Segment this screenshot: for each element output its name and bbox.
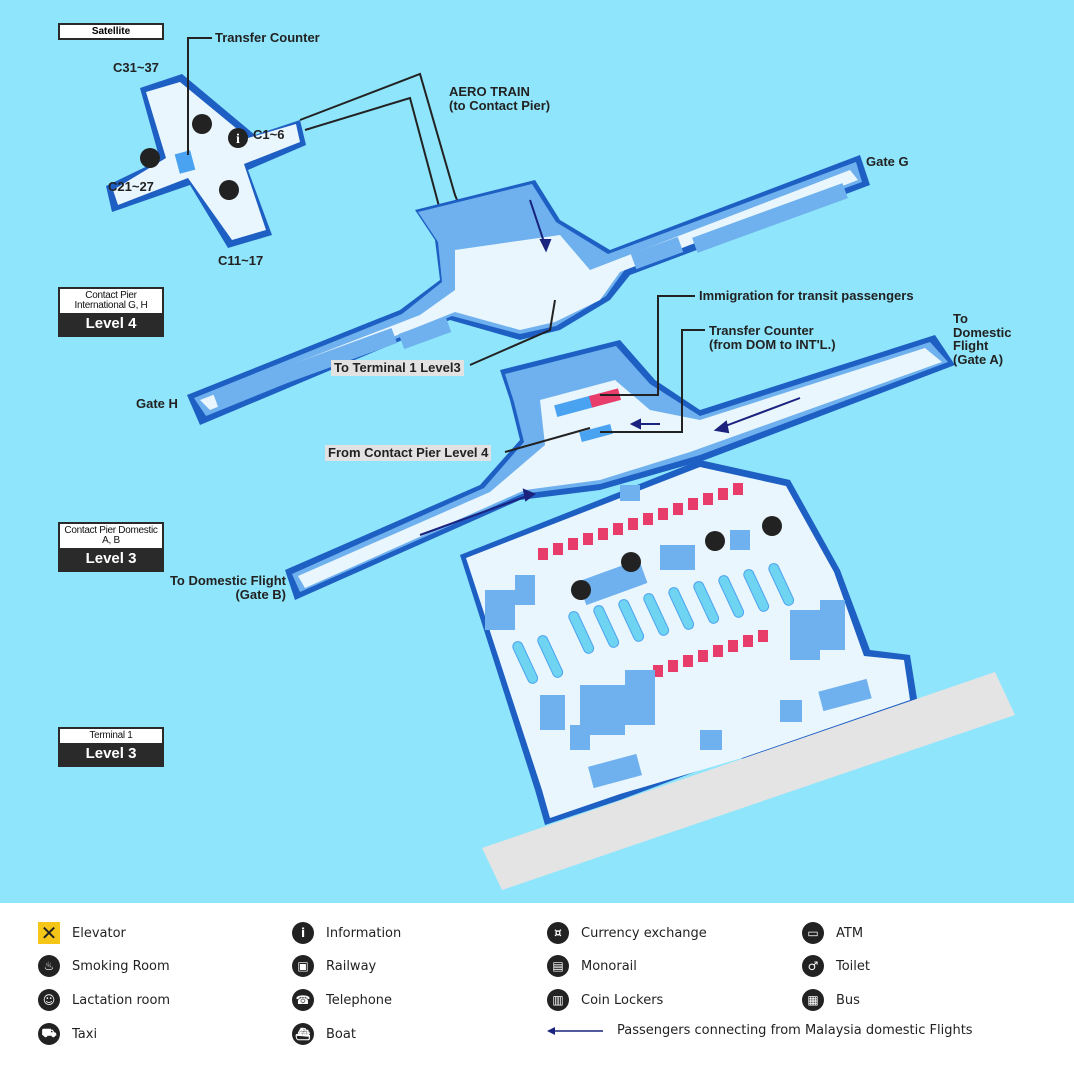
toilet-icon: ♂ <box>802 955 824 977</box>
airport-map: i Satellite Contact Pier International G… <box>0 0 1074 903</box>
map-drawing: i <box>106 37 1015 890</box>
label-gate-g: Gate G <box>866 154 909 169</box>
label-gate-c11-17: C11~17 <box>218 253 264 268</box>
label-from-contact-pier: From Contact Pier Level 4 <box>325 445 492 461</box>
atm-icon: ▭ <box>802 922 824 944</box>
legend-label: Railway <box>326 958 377 974</box>
taxi-icon: ⛟ <box>38 1023 60 1045</box>
lactation-room-icon: ☺ <box>38 989 60 1011</box>
level-box-level: Level 3 <box>85 550 137 567</box>
legend-label: Taxi <box>72 1026 98 1042</box>
legend-item-smoking-room: ♨ Smoking Room <box>38 955 170 977</box>
level-box-title: Contact Pier Domestic A, B <box>60 524 162 548</box>
arrow-left-icon <box>547 1026 603 1035</box>
map-facility-icons: i <box>140 114 782 600</box>
road <box>482 672 1015 890</box>
label-gate-c31-37: C31~37 <box>113 60 159 75</box>
label-line: To <box>953 311 968 326</box>
legend-item-connecting-passengers: Passengers connecting from Malaysia dome… <box>547 1023 973 1038</box>
label-transfer-line1: Transfer Counter <box>709 323 814 338</box>
bus-icon: ▦ <box>802 989 824 1011</box>
level-box-title: Contact Pier International G, H <box>60 289 162 313</box>
connecting-passenger-arrows <box>419 199 801 536</box>
label-transfer-counter-satellite: Transfer Counter <box>215 30 320 45</box>
legend-label: Coin Lockers <box>581 992 664 1008</box>
legend-label: Monorail <box>581 958 637 974</box>
legend-label: Lactation room <box>72 992 171 1008</box>
label-line: (Gate B) <box>235 586 286 602</box>
callout-lines <box>187 37 705 453</box>
satellite-building <box>106 74 306 248</box>
legend-item-lactation-room: ☺ Lactation room <box>38 989 170 1011</box>
legend-item-information: i Information <box>292 922 401 944</box>
label-aero-train-line2: (to Contact Pier) <box>449 97 551 113</box>
level-box-level: Level 4 <box>85 315 137 332</box>
level-box-contact-pier-domestic: Contact Pier Domestic A, B Level 3 <box>58 522 164 572</box>
level-box-contact-pier-international: Contact Pier International G, H Level 4 <box>58 287 164 337</box>
legend-label: ATM <box>836 925 864 941</box>
legend-item-monorail: ▤ Monorail <box>547 955 637 977</box>
legend-item-boat: ⛴ Boat <box>292 1023 356 1045</box>
map-legend: ✕Elevator ♨Smoking Room ☺Lactation room … <box>0 903 1074 1066</box>
level-box-level: Level 3 <box>85 745 137 762</box>
legend-label: Boat <box>326 1026 356 1042</box>
legend-label: Information <box>326 925 402 941</box>
label-immigration-transit: Immigration for transit passengers <box>699 288 914 303</box>
label-gate-c21-27: C21~27 <box>108 179 154 194</box>
legend-item-elevator: ✕ Elevator <box>38 921 126 945</box>
legend-label: Telephone <box>326 992 393 1008</box>
legend-label: Toilet <box>836 958 871 974</box>
label-transfer-counter-dom-intl: Transfer Counter (from DOM to INT'L.) <box>709 324 836 351</box>
label-to-domestic-gate-b: To Domestic Flight (Gate B) <box>162 574 286 601</box>
railway-icon: ▣ <box>292 955 314 977</box>
seating-islands <box>512 563 795 684</box>
legend-item-railway: ▣ Railway <box>292 955 376 977</box>
level-box-terminal-1: Terminal 1 Level 3 <box>58 727 164 767</box>
legend-item-currency-exchange: ¤ Currency exchange <box>547 922 707 944</box>
legend-item-taxi: ⛟ Taxi <box>38 1023 97 1045</box>
legend-item-coin-lockers: ▥ Coin Lockers <box>547 989 663 1011</box>
contact-pier-international <box>187 155 870 425</box>
legend-label: Smoking Room <box>72 958 170 974</box>
smoking-room-icon: ♨ <box>38 955 60 977</box>
label-transfer-line2: (from DOM to INT'L.) <box>709 336 836 352</box>
legend-label: Currency exchange <box>581 925 707 941</box>
legend-item-atm: ▭ ATM <box>802 922 863 944</box>
legend-item-telephone: ☎ Telephone <box>292 989 392 1011</box>
label-aero-train: AERO TRAIN (to Contact Pier) <box>449 85 550 112</box>
satellite-label: Satellite <box>58 23 164 40</box>
label-to-terminal-1: To Terminal 1 Level3 <box>331 360 464 376</box>
label-line: Domestic <box>953 324 1012 340</box>
legend-item-toilet: ♂ Toilet <box>802 955 870 977</box>
svg-text:i: i <box>236 132 240 147</box>
label-line: To Domestic Flight <box>169 573 286 588</box>
check-in-counters <box>538 483 768 677</box>
currency-exchange-icon: ¤ <box>547 922 569 944</box>
label-gate-h: Gate H <box>136 396 178 411</box>
legend-label: Bus <box>836 992 860 1008</box>
label-to-domestic-gate-a: To Domestic Flight (Gate A) <box>953 312 1012 367</box>
legend-item-bus: ▦ Bus <box>802 989 860 1011</box>
legend-label: Passengers connecting from Malaysia dome… <box>617 1023 973 1038</box>
elevator-icon: ✕ <box>38 921 60 945</box>
monorail-icon: ▤ <box>547 955 569 977</box>
legend-label: Elevator <box>72 925 126 941</box>
boat-icon: ⛴ <box>292 1023 314 1045</box>
coin-lockers-icon: ▥ <box>547 989 569 1011</box>
shops-blocks <box>485 485 872 789</box>
telephone-icon: ☎ <box>292 989 314 1011</box>
label-aero-train-line1: AERO TRAIN <box>449 84 530 99</box>
information-icon: i <box>292 922 314 944</box>
label-gate-c1-6: C1~6 <box>253 127 285 142</box>
label-line: (Gate A) <box>953 351 1004 367</box>
label-line: Flight <box>953 338 989 354</box>
level-box-title: Terminal 1 <box>60 729 162 743</box>
